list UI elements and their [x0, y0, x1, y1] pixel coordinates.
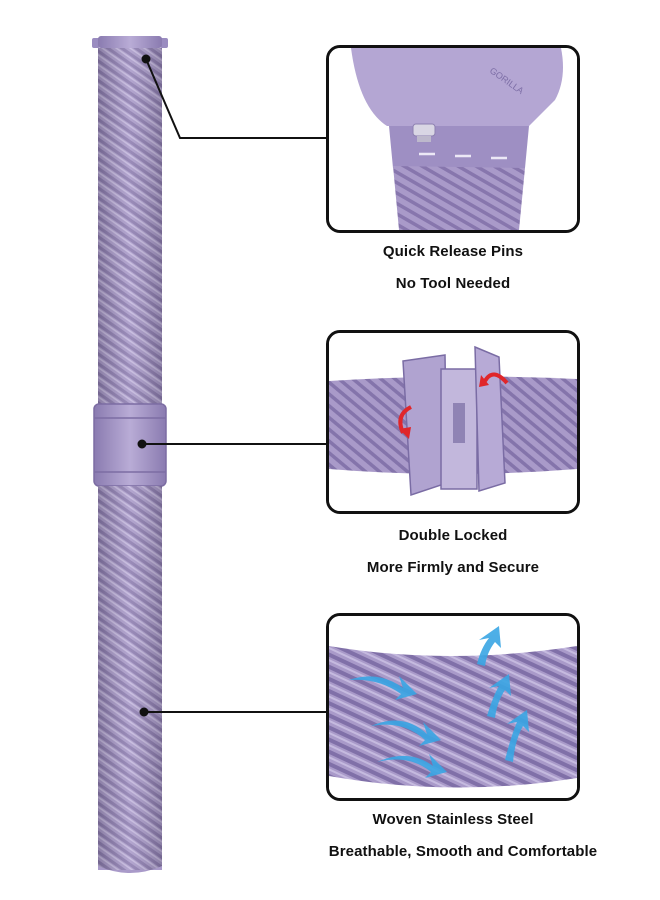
leader-lines [137, 54, 328, 717]
feature-3-title: Woven Stainless Steel [372, 811, 534, 828]
blue-arrow-6 [505, 710, 529, 762]
band-lug [389, 126, 529, 168]
buckle-image [329, 333, 577, 511]
feature-3-subtitle: Breathable, Smooth and Comfortable [328, 843, 598, 860]
blue-arrow-3 [377, 754, 447, 778]
blue-arrow-2 [371, 720, 441, 746]
watch-case [351, 48, 563, 126]
feature-2-title: Double Locked [398, 527, 508, 544]
feature-2-subtitle: More Firmly and Secure [366, 559, 540, 576]
feature-1-subtitle: No Tool Needed [395, 275, 511, 292]
panel-quick-release: GORILLA [326, 45, 580, 233]
mesh-image [329, 616, 577, 798]
panel-woven-steel [326, 613, 580, 801]
blue-arrow-4 [477, 626, 501, 666]
red-arrow-right [483, 372, 509, 385]
watch-pins-image: GORILLA [329, 48, 577, 230]
feature-1-title: Quick Release Pins [382, 243, 524, 260]
blue-arrow-5 [487, 674, 511, 718]
blue-arrow-1 [349, 676, 417, 700]
band-mesh [393, 166, 525, 230]
panel-double-locked [326, 330, 580, 514]
woven-mesh [329, 646, 577, 788]
strap-end-cap [98, 36, 162, 48]
